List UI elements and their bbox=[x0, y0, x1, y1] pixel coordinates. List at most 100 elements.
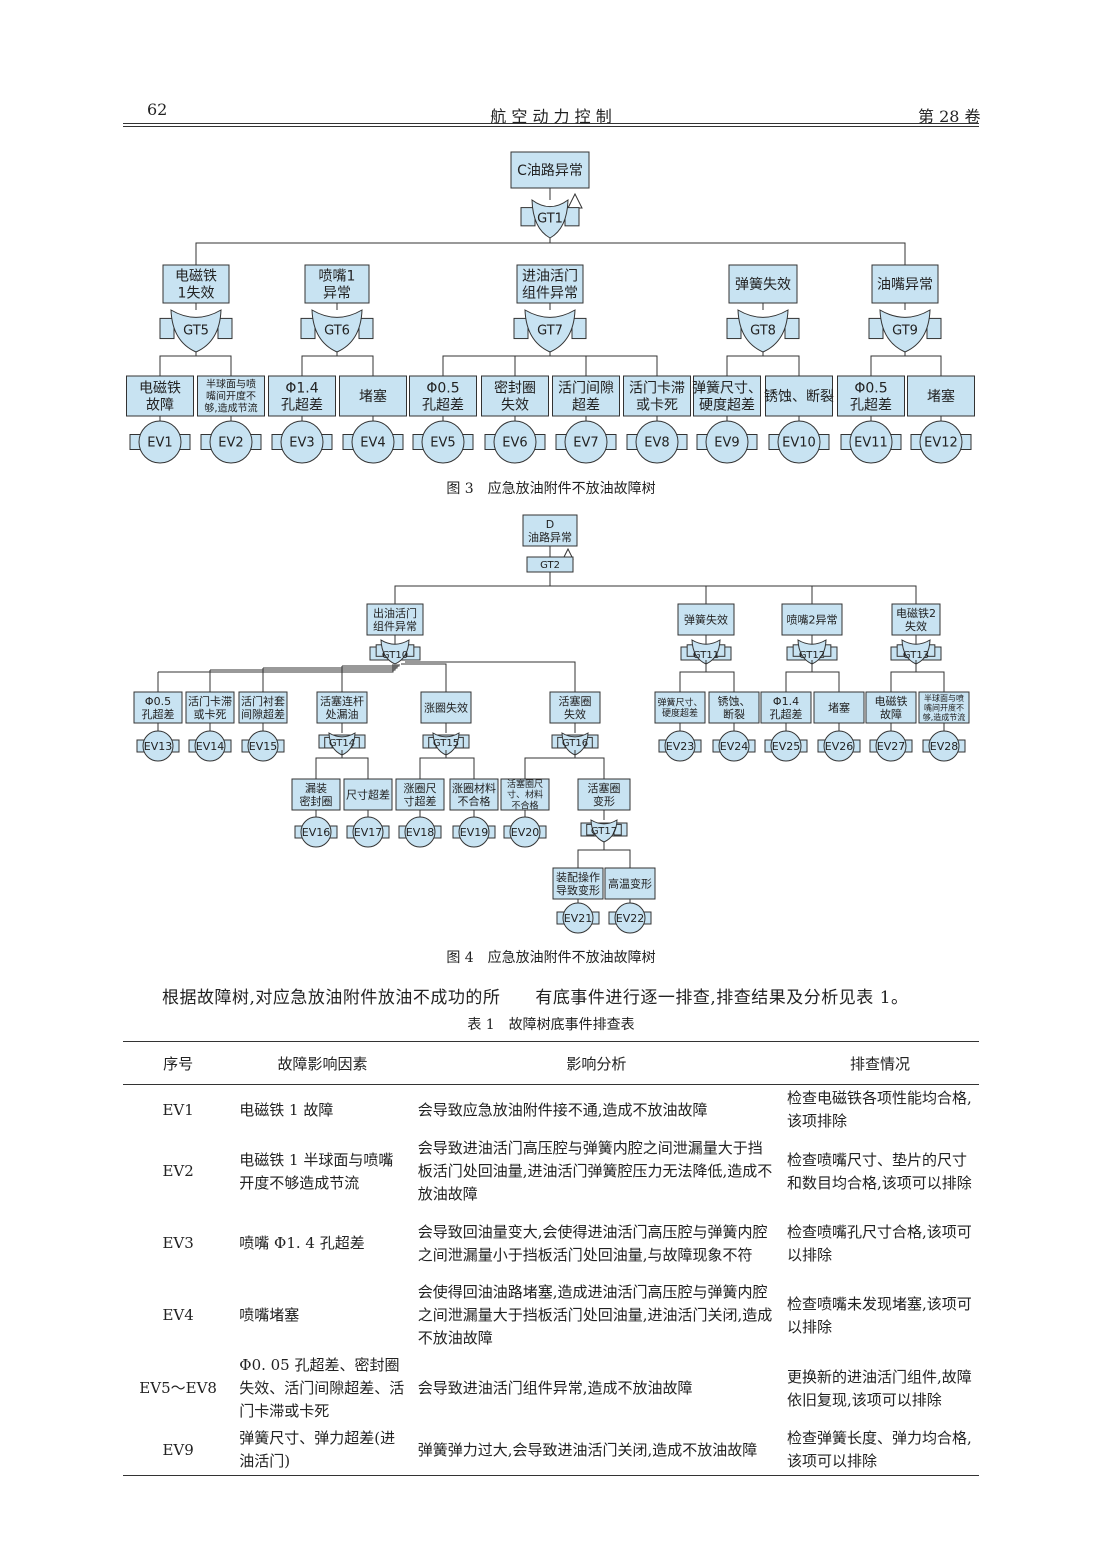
col-header: 故障影响因素 bbox=[233, 1041, 412, 1085]
node-label: 油嘴异常 bbox=[877, 277, 933, 293]
event-label: EV3 bbox=[289, 436, 314, 451]
connector-line bbox=[785, 671, 840, 692]
connector-line bbox=[195, 242, 906, 265]
event-label: EV25 bbox=[772, 740, 800, 753]
node-label: 孔超差 bbox=[422, 397, 464, 413]
top-event-box bbox=[510, 151, 590, 189]
connector-line bbox=[524, 757, 605, 779]
node-label: 电磁铁 bbox=[139, 381, 181, 397]
intermediate-event-box bbox=[728, 264, 798, 304]
gate-label: GT17 bbox=[591, 826, 617, 837]
node-label: D bbox=[546, 518, 554, 531]
node-label: 失效 bbox=[564, 707, 586, 721]
volume-label: 第 28 卷 bbox=[918, 107, 981, 126]
table-cell: 会使得回油油路堵塞,造成进油活门高压腔与弹簧内腔之间泄漏量大于挡板活门处回油量,… bbox=[417, 1283, 773, 1347]
node-label: 组件异常 bbox=[522, 285, 578, 301]
connector-line bbox=[301, 355, 374, 376]
table-cell: 检查电磁铁各项性能均合格,该项排除 bbox=[787, 1089, 972, 1130]
node-label: 失效 bbox=[501, 397, 529, 413]
connector-line bbox=[210, 664, 396, 671]
connector-line bbox=[394, 585, 917, 604]
intermediate-event-box bbox=[891, 603, 941, 636]
node-label: 锈蚀、断裂 bbox=[764, 389, 834, 405]
event-label: EV28 bbox=[930, 740, 958, 753]
table-cell: Φ0. 05 孔超差、密封圈失效、活门间隙超差、活门卡滞或卡死 bbox=[239, 1356, 405, 1420]
node-label: 漏装 bbox=[305, 782, 327, 795]
table-cell: 弹簧尺寸、弹力超差(进油活门) bbox=[233, 1425, 412, 1476]
node-label: 弹簧失效 bbox=[735, 277, 791, 293]
basic-event-box bbox=[654, 691, 706, 724]
basic-event-circle bbox=[351, 420, 395, 464]
gate-label: GT14 bbox=[329, 738, 355, 749]
gate-label: GT11 bbox=[693, 650, 719, 661]
basic-event-circle bbox=[404, 816, 436, 848]
node-label: 孔超差 bbox=[770, 707, 803, 721]
table-cell: 喷嘴堵塞 bbox=[239, 1306, 300, 1324]
event-label: EV4 bbox=[360, 436, 385, 451]
basic-event-circle bbox=[142, 730, 174, 762]
node-label: Φ1.4 bbox=[773, 695, 799, 708]
gate-label: GT12 bbox=[799, 650, 825, 661]
intermediate-event-box bbox=[162, 264, 230, 304]
node-label: 尺寸超差 bbox=[346, 787, 390, 801]
node-label: 处漏油 bbox=[326, 707, 359, 721]
node-label: 锈蚀、 bbox=[718, 694, 751, 708]
child-event-box bbox=[395, 778, 445, 811]
node-label: 出油活门 bbox=[373, 606, 417, 620]
node-label: 活塞圈 bbox=[559, 694, 592, 708]
basic-event-circle bbox=[421, 420, 465, 464]
col-header: 序号 bbox=[123, 1041, 234, 1085]
event-label: EV20 bbox=[511, 826, 539, 839]
node-label: 导致变形 bbox=[556, 883, 600, 897]
event-label: EV11 bbox=[854, 436, 888, 451]
node-label: 孔超差 bbox=[142, 707, 175, 721]
node-label: 孔超差 bbox=[850, 397, 892, 413]
node-label: 弹簧失效 bbox=[684, 612, 728, 626]
or-gate bbox=[879, 309, 931, 353]
connector-line bbox=[263, 664, 398, 669]
table-cell: 会导致进油活门高压腔与弹簧内腔之间泄漏量大于挡板活门处回油量,进油活门弹簧腔压力… bbox=[417, 1139, 773, 1203]
node-label: 活门卡滞 bbox=[188, 694, 232, 708]
table-cell: 检查喷嘴未发现堵塞,该项可以排除 bbox=[787, 1294, 972, 1336]
connector-line bbox=[342, 664, 400, 667]
table-row: EV1 电磁铁 1 故障 会导致应急放油附件接不通,造成不放油故障 检查电磁铁各… bbox=[123, 1085, 979, 1136]
or-gate bbox=[524, 309, 576, 353]
event-label: EV9 bbox=[714, 436, 739, 451]
event-label: EV10 bbox=[782, 436, 816, 451]
header-rule bbox=[123, 123, 979, 124]
journal-name: 航 空 动 力 控 制 bbox=[490, 107, 612, 126]
event-label: EV13 bbox=[144, 740, 172, 753]
node-label: 或卡死 bbox=[194, 708, 227, 721]
node-label: 进油活门 bbox=[522, 269, 578, 285]
child-event-box bbox=[420, 691, 472, 724]
table-cell: EV3 bbox=[162, 1234, 194, 1252]
basic-event-box bbox=[552, 375, 620, 417]
basic-event-circle bbox=[928, 730, 960, 762]
gate-label: GT2 bbox=[540, 560, 560, 571]
event-label: EV27 bbox=[877, 740, 905, 753]
connector-line bbox=[726, 355, 800, 376]
or-gate bbox=[328, 732, 356, 756]
table-cell: EV5～EV8 bbox=[139, 1379, 217, 1397]
gate-label: GT13 bbox=[903, 650, 929, 661]
table-row: EV9 弹簧尺寸、弹力超差(进油活门) 弹簧弹力过大,会导致进油活门关闭,造成不… bbox=[123, 1425, 979, 1476]
node-label: 堵塞 bbox=[359, 388, 387, 405]
node-label: 喷嘴1 bbox=[319, 269, 356, 285]
table-cell: EV4 bbox=[162, 1306, 194, 1324]
child-event-box bbox=[577, 778, 631, 811]
node-label: 密封圈 bbox=[300, 794, 333, 808]
basic-event-circle bbox=[564, 420, 608, 464]
event-label: EV7 bbox=[573, 436, 598, 451]
node-label: 够,造成节流 bbox=[923, 712, 966, 722]
figure-4-caption: 图 4 应急放油附件不放油故障树 bbox=[446, 950, 656, 966]
basic-event-circle bbox=[352, 816, 384, 848]
node-label: 故障 bbox=[146, 397, 174, 413]
or-gate bbox=[311, 309, 363, 353]
node-label: 活门间隙 bbox=[558, 381, 614, 397]
intermediate-event-box bbox=[677, 603, 735, 636]
table-cell: 检查弹簧长度、弹力均合格,该项可以排除 bbox=[781, 1425, 979, 1476]
fault-tree-figures: C油路异常GT1电磁铁1失效GT5喷嘴1异常GT6进油活门组件异常GT7弹簧失效… bbox=[126, 151, 975, 934]
connector-line bbox=[405, 661, 576, 692]
basic-event-box bbox=[837, 375, 905, 417]
table-row: EV3 喷嘴 Φ1. 4 孔超差 会导致回油量变大,会使得进油活门高压腔与弹簧内… bbox=[123, 1208, 979, 1279]
